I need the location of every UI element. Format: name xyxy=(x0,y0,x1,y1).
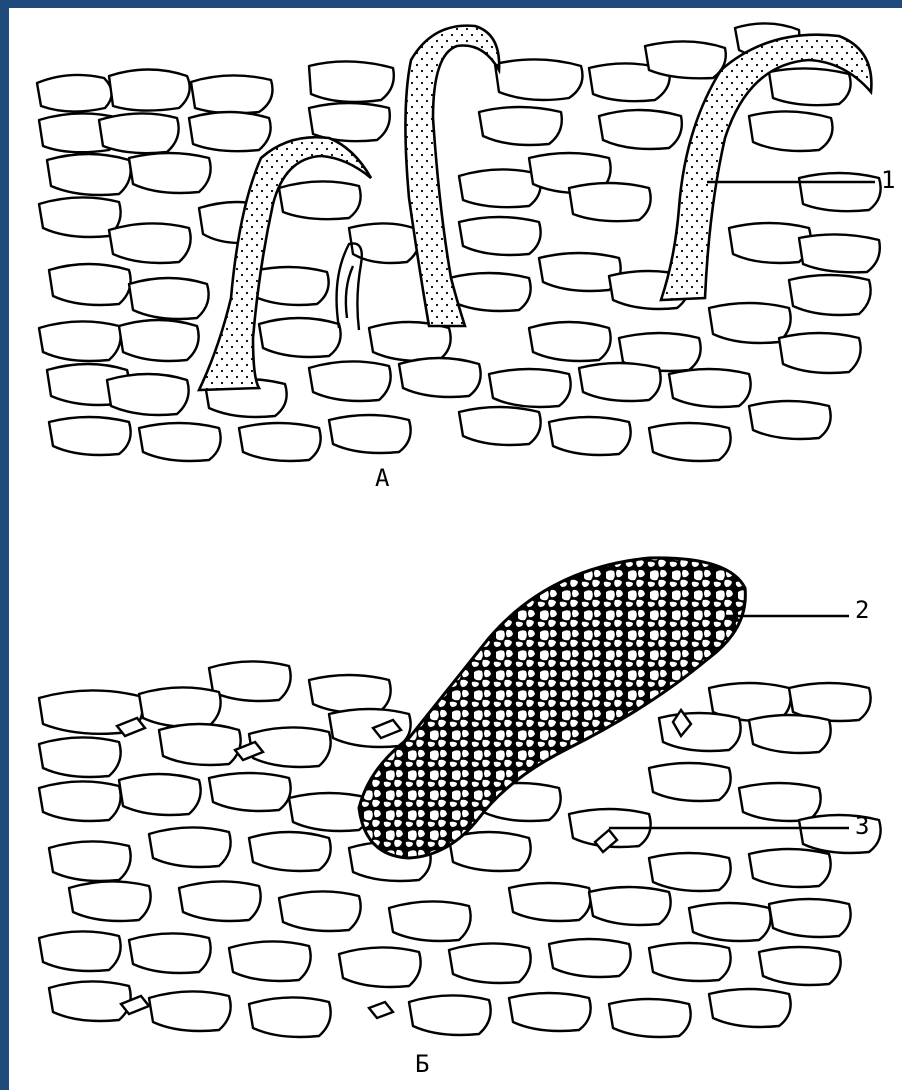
panel-b-label: Б xyxy=(415,1052,429,1076)
callout-label-2: 2 xyxy=(855,598,869,622)
drawing-canvas: 1 2 3 А Б xyxy=(9,8,902,1090)
panel-a-epidermis xyxy=(37,23,881,461)
botanical-diagram xyxy=(9,8,902,1090)
callout-label-3: 3 xyxy=(855,814,869,838)
panel-a-label: А xyxy=(375,466,389,490)
callout-label-1: 1 xyxy=(881,168,895,192)
